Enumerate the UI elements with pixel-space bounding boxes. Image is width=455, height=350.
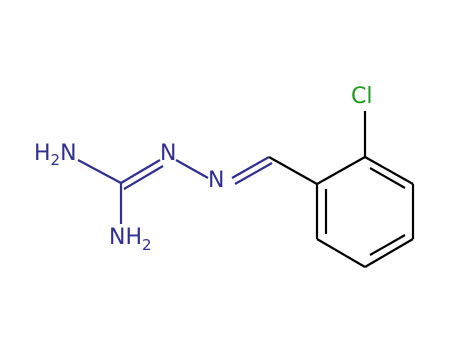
atom-imine-n2: N <box>208 168 224 193</box>
ring-inner-double-1 <box>369 167 406 189</box>
bonds <box>77 111 415 268</box>
ring-bond-2 <box>364 156 414 185</box>
atom-amine-top: H2N <box>34 141 77 169</box>
atom-chlorine: Cl <box>351 84 372 109</box>
ring-bond-5 <box>316 238 366 268</box>
ring-bond-4 <box>364 238 414 268</box>
ring-inner-double-2 <box>369 234 406 256</box>
ring-bond-1 <box>316 156 366 185</box>
atom-labels: H2N NH2 N N Cl <box>34 84 372 254</box>
atom-amine-bottom: NH2 <box>109 225 152 254</box>
atom-imine-n1: N <box>160 141 176 166</box>
bond-carbon-to-n1-double-b <box>123 165 164 190</box>
bond-nh2-top-to-carbon <box>77 159 122 184</box>
bond-n2-to-ch-double-a <box>231 156 270 179</box>
bond-n1-to-n2 <box>175 159 209 179</box>
bond-n2-to-ch-double-b <box>234 162 273 185</box>
bond-ch-to-ring <box>268 156 318 185</box>
bond-carbon-to-n1-double-a <box>120 159 161 184</box>
